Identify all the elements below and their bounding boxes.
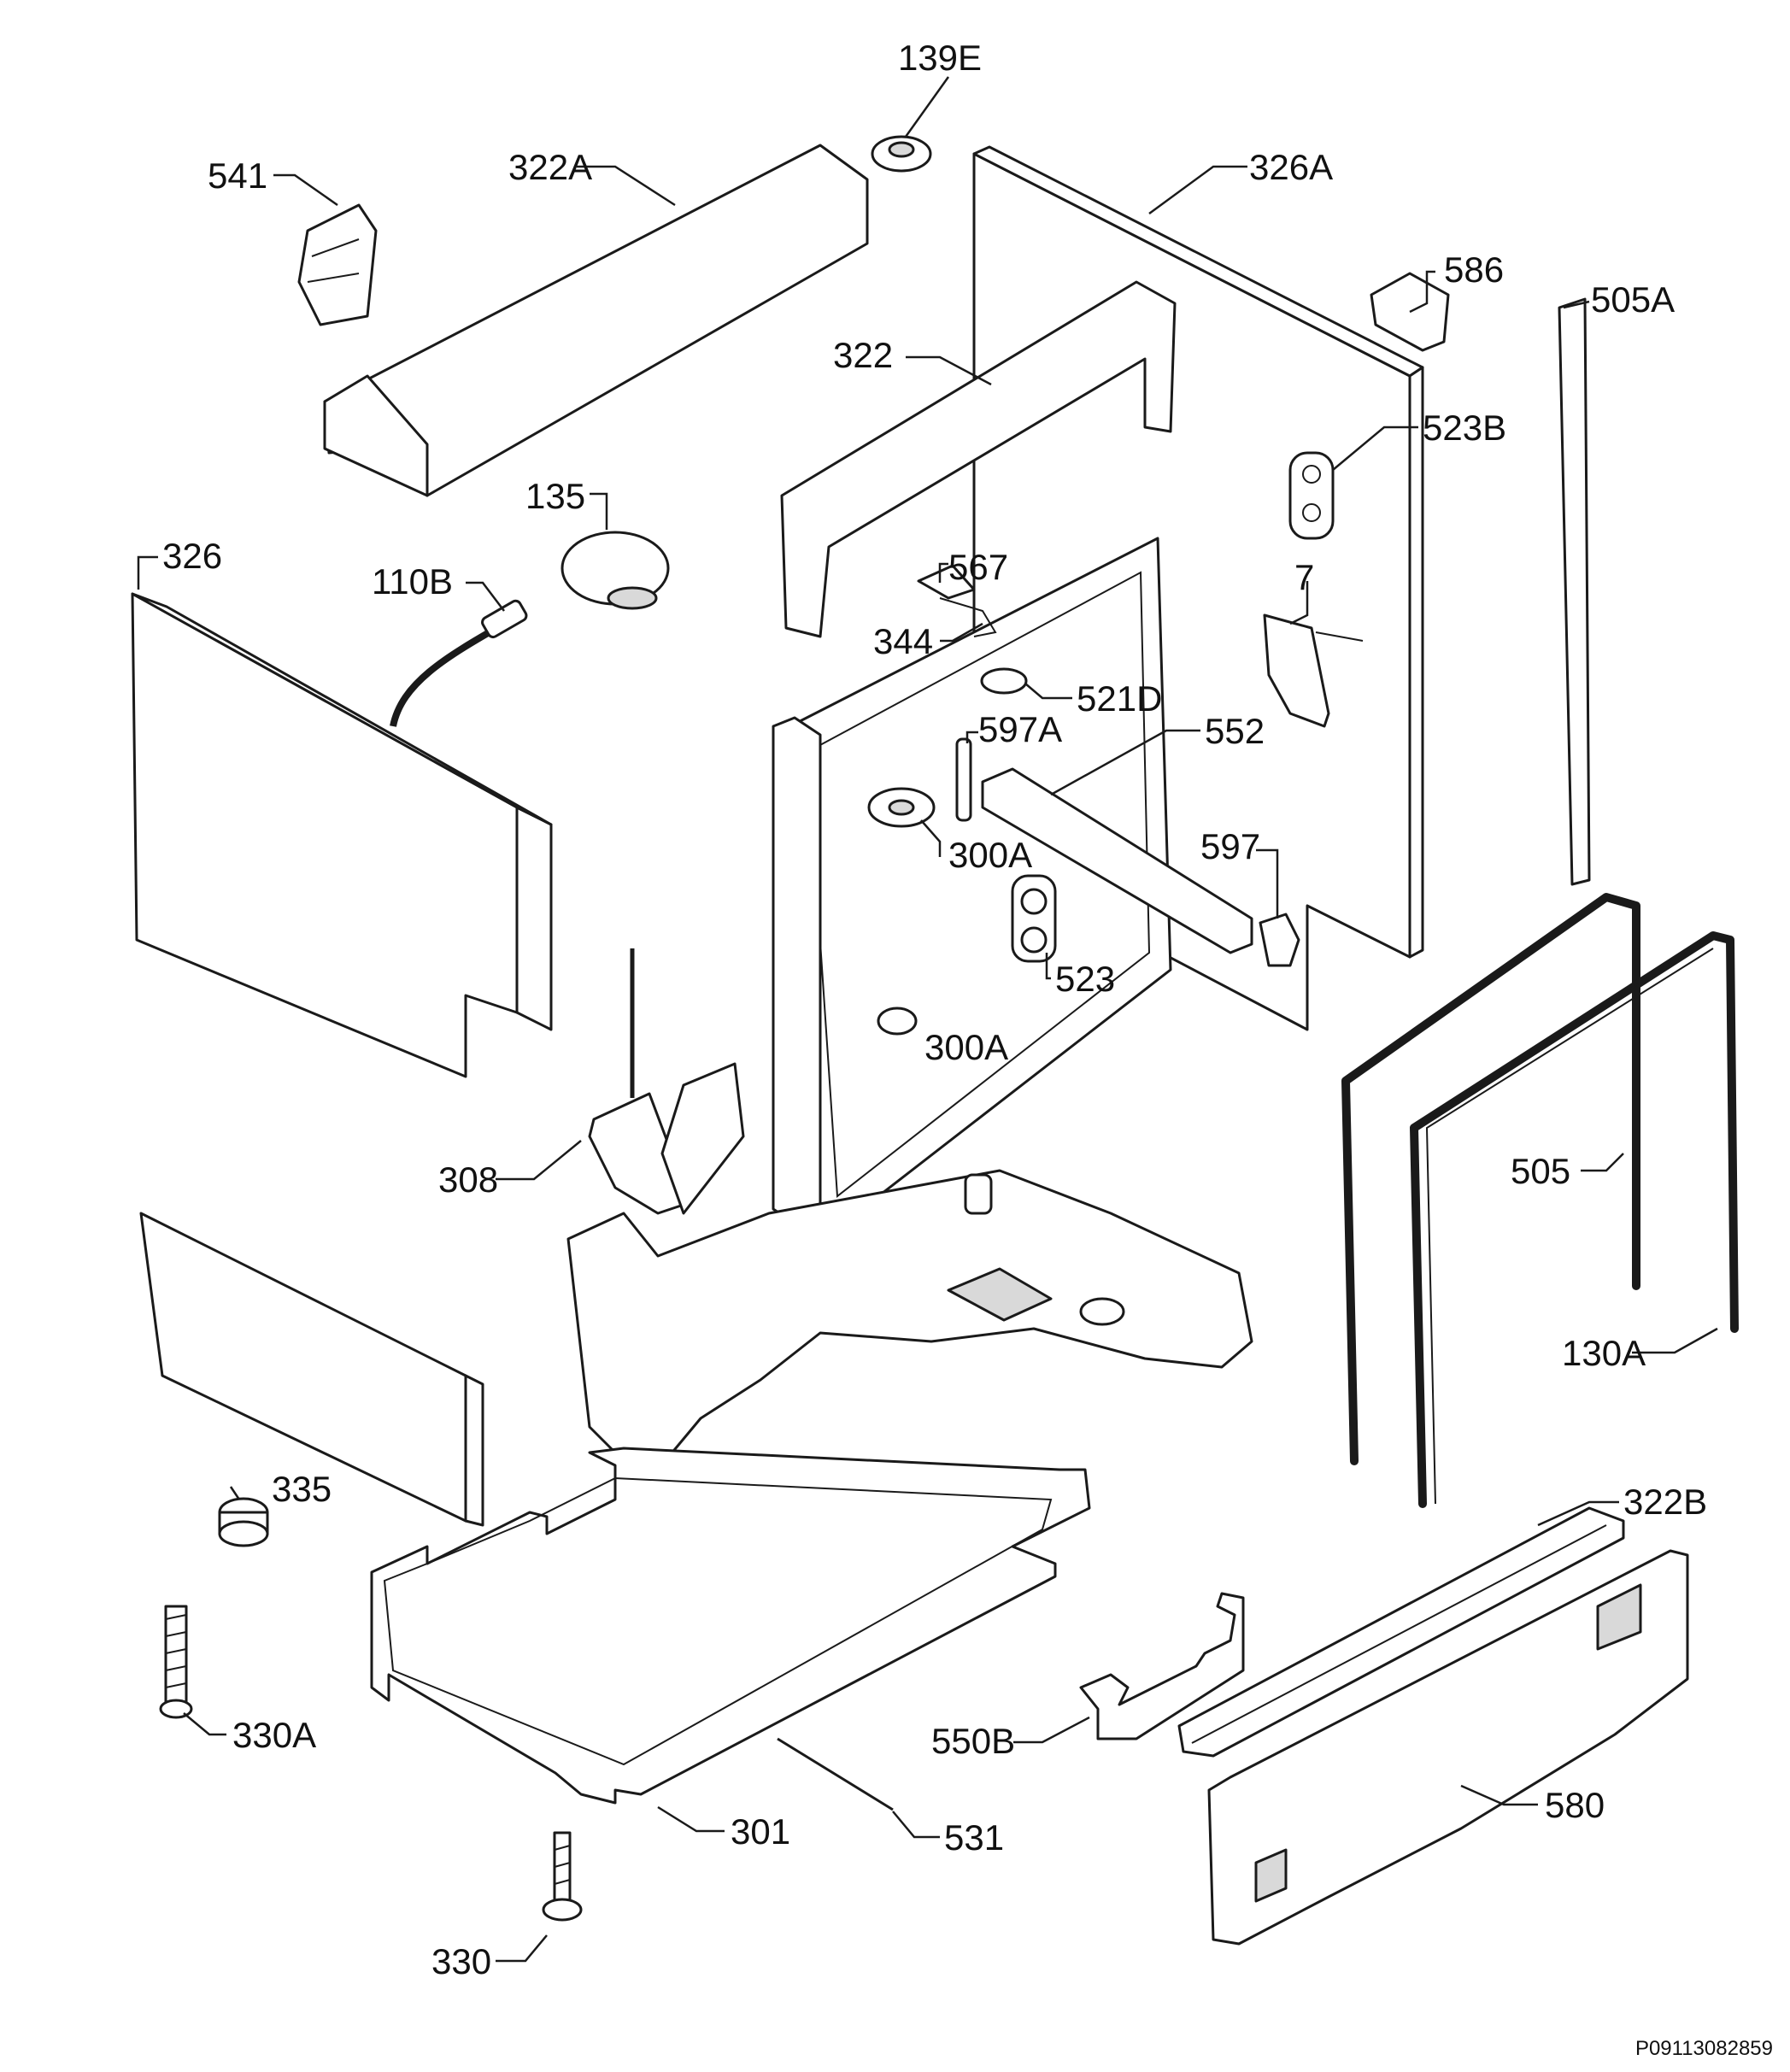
drawing-code: P09113082859 bbox=[1635, 2037, 1773, 2060]
part-552-rail bbox=[981, 767, 1253, 954]
label-135: 135 bbox=[525, 476, 585, 516]
label-597A: 597A bbox=[978, 709, 1062, 749]
label-330A: 330A bbox=[232, 1715, 316, 1755]
part-322B-rail bbox=[1177, 1506, 1625, 1758]
part-505A-strip bbox=[1558, 297, 1591, 886]
label-523: 523 bbox=[1055, 959, 1115, 999]
part-567-clip bbox=[917, 564, 997, 637]
part-330-screw bbox=[542, 1831, 583, 1922]
label-130A: 130A bbox=[1562, 1333, 1646, 1373]
part-523B-grommet bbox=[1288, 451, 1335, 540]
label-322: 322 bbox=[833, 335, 893, 375]
label-567: 567 bbox=[948, 547, 1008, 587]
label-326A: 326A bbox=[1249, 147, 1333, 187]
label-326: 326 bbox=[162, 536, 222, 576]
part-base bbox=[566, 1169, 1253, 1471]
leader-lines bbox=[137, 76, 1718, 1963]
part-322-frame bbox=[780, 280, 1177, 638]
part-308-spring-assembly bbox=[588, 948, 745, 1215]
label-523B: 523B bbox=[1423, 408, 1506, 448]
part-322A-top-bar bbox=[323, 144, 869, 497]
part-521D-ring bbox=[980, 667, 1028, 695]
label-505: 505 bbox=[1511, 1151, 1570, 1191]
label-335: 335 bbox=[272, 1469, 332, 1509]
label-541: 541 bbox=[208, 156, 267, 196]
part-130A-seal bbox=[1410, 931, 1739, 1508]
label-330: 330 bbox=[431, 1941, 491, 1981]
label-552: 552 bbox=[1205, 711, 1265, 751]
label-139E: 139E bbox=[898, 38, 982, 78]
label-300A-mid: 300A bbox=[924, 1027, 1008, 1067]
label-300A-top: 300A bbox=[948, 835, 1032, 875]
part-139E-nut bbox=[871, 135, 932, 173]
part-tub bbox=[772, 537, 1172, 1236]
part-523-grommet bbox=[1011, 874, 1057, 963]
part-labels: 139E 541 322A 326A 586 505A 322 523B 135… bbox=[162, 38, 1707, 1981]
part-541-clip bbox=[297, 203, 378, 326]
label-597: 597 bbox=[1200, 826, 1260, 866]
part-531-rod bbox=[777, 1737, 894, 1811]
label-7: 7 bbox=[1294, 557, 1314, 597]
part-550B-bracket bbox=[1079, 1592, 1245, 1740]
part-135-cap bbox=[560, 531, 670, 610]
part-330A-screw bbox=[159, 1605, 193, 1719]
label-531: 531 bbox=[944, 1817, 1004, 1858]
label-344: 344 bbox=[873, 621, 933, 661]
part-110B-hose bbox=[390, 599, 528, 727]
label-308: 308 bbox=[438, 1159, 498, 1200]
part-326-side-panel bbox=[131, 592, 553, 1527]
label-580: 580 bbox=[1545, 1785, 1605, 1825]
part-301-base-tray bbox=[370, 1447, 1091, 1805]
label-586: 586 bbox=[1444, 249, 1504, 290]
label-110B: 110B bbox=[372, 561, 453, 602]
label-322A: 322A bbox=[508, 147, 592, 187]
part-597A-latch bbox=[955, 737, 972, 822]
label-550B: 550B bbox=[931, 1721, 1015, 1761]
part-597-latch bbox=[1259, 913, 1300, 967]
label-505A: 505A bbox=[1591, 279, 1675, 320]
part-335-nut bbox=[218, 1497, 269, 1547]
part-7-hinge bbox=[1263, 613, 1364, 728]
part-505-seal bbox=[1341, 893, 1640, 1465]
label-322B: 322B bbox=[1623, 1482, 1707, 1522]
part-580-kickplate bbox=[1207, 1549, 1689, 1946]
label-521D: 521D bbox=[1077, 678, 1162, 719]
part-300A-filter-top bbox=[867, 787, 936, 828]
label-301: 301 bbox=[731, 1811, 790, 1852]
